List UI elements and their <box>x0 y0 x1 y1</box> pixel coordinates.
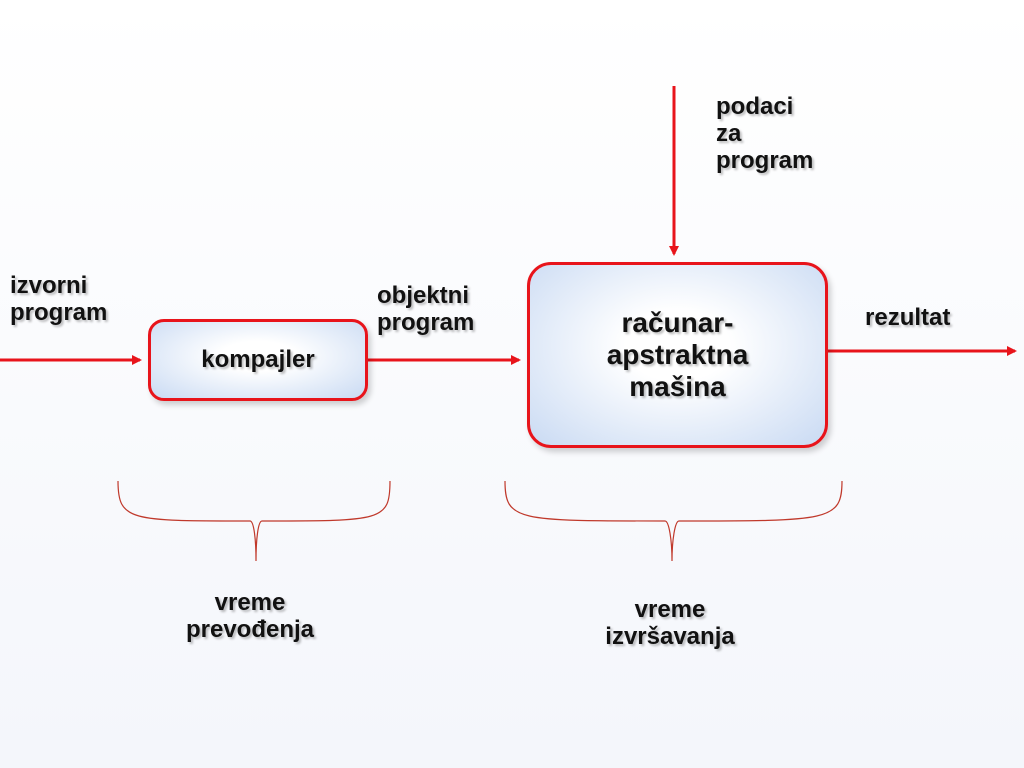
machine-box: računar- apstraktna mašina <box>527 262 828 448</box>
run-time-label: vreme izvršavanja <box>605 596 735 650</box>
brace-run-time <box>504 480 843 562</box>
result-label: rezultat <box>865 304 951 331</box>
object-program-label: objektni program <box>377 282 475 336</box>
source-program-label: izvorni program <box>10 272 108 326</box>
compiler-box: kompajler <box>148 319 368 401</box>
machine-label: računar- apstraktna mašina <box>606 306 749 403</box>
compiler-label: kompajler <box>201 346 315 374</box>
compile-time-label: vreme prevođenja <box>185 589 315 643</box>
program-data-label: podaci za program <box>716 93 814 174</box>
brace-compile-time <box>117 480 391 562</box>
